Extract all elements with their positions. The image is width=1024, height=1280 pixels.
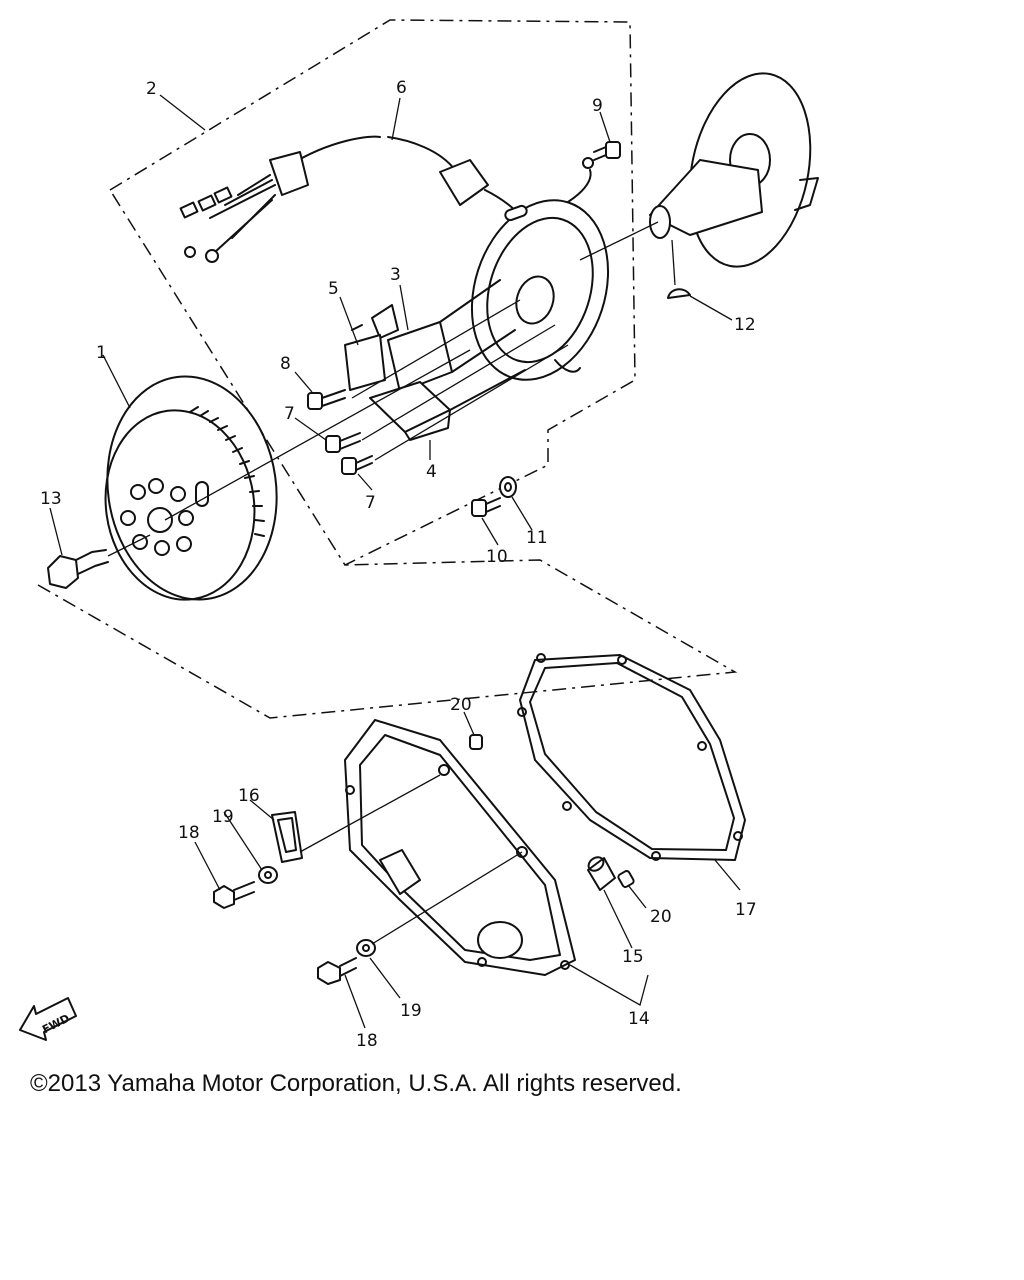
charge-coil	[371, 279, 516, 393]
callout-20-lower: 20	[650, 907, 672, 927]
pin-20a	[469, 734, 483, 750]
dowel-pin	[587, 856, 616, 891]
callout-14: 14	[628, 1009, 650, 1029]
flywheel	[104, 349, 471, 601]
callout-18-upper: 18	[178, 823, 200, 843]
flywheel-group-boundary	[37, 559, 738, 719]
callout-20-upper: 20	[450, 695, 472, 715]
callout-6: 6	[396, 78, 407, 98]
crankshaft-end	[579, 72, 819, 268]
callout-8: 8	[280, 354, 291, 374]
callout-7-upper: 7	[284, 404, 295, 424]
callout-13: 13	[40, 489, 62, 509]
parts-diagram: FWD 2 6 9 3 5 8 7 7 4 1 13 10 11 12	[19, 19, 819, 1051]
pin-20b	[617, 870, 635, 888]
woodruff-key	[667, 239, 691, 299]
callout-16: 16	[238, 786, 260, 806]
callout-17: 17	[735, 900, 757, 920]
callout-1: 1	[96, 343, 107, 363]
stator-group-boundary	[108, 19, 636, 566]
leader-lines	[49, 94, 741, 1029]
screw-8	[307, 389, 346, 410]
callout-3: 3	[390, 265, 401, 285]
callout-18-lower: 18	[356, 1031, 378, 1051]
wire-clamp	[271, 774, 441, 863]
wire-harness	[179, 135, 594, 263]
callout-4: 4	[426, 462, 437, 482]
lighting-coil	[369, 369, 526, 441]
copyright-notice: ©2013 Yamaha Motor Corporation, U.S.A. A…	[30, 1070, 682, 1097]
cover-gasket	[517, 653, 746, 861]
callout-5: 5	[328, 279, 339, 299]
screw-9	[593, 141, 621, 161]
flywheel-bolt	[47, 534, 151, 589]
callout-2: 2	[146, 79, 157, 99]
stator-base-plate	[470, 199, 610, 381]
forward-arrow-icon: FWD	[19, 997, 77, 1041]
callout-11: 11	[526, 528, 548, 548]
screw-7a	[325, 432, 361, 453]
callout-10: 10	[486, 547, 508, 567]
washer-lower	[356, 851, 523, 957]
callout-12: 12	[734, 315, 756, 335]
callout-19-lower: 19	[400, 1001, 422, 1021]
crankcase-cover	[344, 719, 576, 976]
pulser-coil	[344, 324, 386, 391]
bolt-10	[471, 497, 501, 517]
cover-bolt-lower	[317, 957, 357, 985]
cover-bolt-upper	[213, 881, 255, 909]
callout-9: 9	[592, 96, 603, 116]
callout-7-lower: 7	[365, 493, 376, 513]
washer-11	[499, 476, 517, 498]
screw-7b	[341, 455, 373, 475]
washer-upper	[258, 866, 278, 884]
callout-19-upper: 19	[212, 807, 234, 827]
callout-15: 15	[622, 947, 644, 967]
